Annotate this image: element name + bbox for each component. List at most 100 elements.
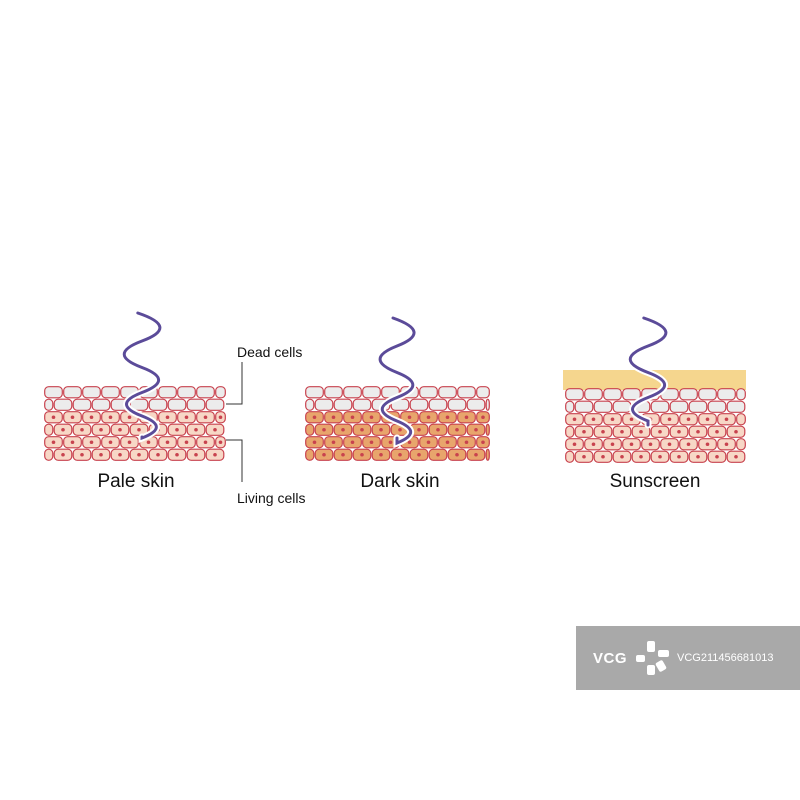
- cell-nucleus: [70, 440, 75, 445]
- cell-nucleus: [629, 417, 634, 422]
- cell-nucleus: [715, 429, 719, 434]
- cell-nucleus: [734, 429, 738, 434]
- cell-nucleus: [591, 417, 596, 422]
- cell-nucleus: [70, 415, 75, 420]
- cell-nucleus: [341, 427, 345, 432]
- living-cell: [736, 413, 746, 426]
- dead-cell: [688, 400, 708, 413]
- sunscreen-layer: [563, 370, 746, 390]
- cell-nucleus: [99, 427, 103, 432]
- cell-nucleus: [417, 427, 421, 432]
- cell-nucleus: [426, 440, 431, 445]
- cell-nucleus: [474, 452, 478, 457]
- cell-nucleus: [436, 452, 440, 457]
- dead-cell: [305, 386, 324, 399]
- living-cell: [44, 448, 54, 461]
- cell-nucleus: [322, 452, 326, 457]
- cell-nucleus: [582, 429, 586, 434]
- cell-nucleus: [398, 427, 402, 432]
- cell-nucleus: [407, 415, 412, 420]
- dead-cell: [205, 398, 225, 411]
- dead-cell: [324, 386, 343, 399]
- cell-nucleus: [398, 452, 402, 457]
- dead-cells-leader-line: [226, 362, 243, 405]
- living-cell: [305, 448, 315, 461]
- cell-nucleus: [360, 427, 364, 432]
- cell-nucleus: [80, 452, 84, 457]
- dead-cell: [612, 400, 632, 413]
- cell-nucleus: [696, 429, 700, 434]
- dead-cell: [177, 386, 196, 399]
- dark-skin-panel: [305, 314, 490, 461]
- dead-cell: [584, 388, 603, 401]
- cell-nucleus: [436, 427, 440, 432]
- cell-nucleus: [705, 442, 710, 447]
- cell-nucleus: [686, 442, 691, 447]
- dead-cell: [679, 388, 698, 401]
- cell-nucleus: [194, 427, 198, 432]
- cell-nucleus: [620, 429, 624, 434]
- cell-nucleus: [146, 440, 151, 445]
- cell-nucleus: [455, 452, 459, 457]
- sunscreen-panel: [563, 314, 746, 463]
- cell-nucleus: [379, 427, 383, 432]
- dead-cells-label: Dead cells: [237, 344, 302, 360]
- dead-cell: [419, 386, 438, 399]
- living-cell: [565, 450, 575, 463]
- cell-nucleus: [610, 442, 615, 447]
- dead-cell: [438, 386, 457, 399]
- cell-nucleus: [620, 454, 624, 459]
- cell-nucleus: [572, 442, 577, 447]
- cell-nucleus: [312, 415, 317, 420]
- cell-nucleus: [127, 440, 132, 445]
- dead-cell: [717, 388, 736, 401]
- cell-nucleus: [379, 452, 383, 457]
- pale-skin-panel: [44, 309, 226, 461]
- cell-nucleus: [639, 454, 643, 459]
- cell-nucleus: [80, 427, 84, 432]
- cell-nucleus: [369, 415, 374, 420]
- dead-cell: [603, 388, 622, 401]
- cell-nucleus: [658, 454, 662, 459]
- cell-nucleus: [137, 427, 141, 432]
- dead-cell: [726, 400, 746, 413]
- dead-cell: [333, 398, 353, 411]
- cell-nucleus: [715, 454, 719, 459]
- cell-nucleus: [165, 415, 170, 420]
- cell-nucleus: [667, 442, 672, 447]
- dead-cell: [91, 398, 111, 411]
- dead-cell: [44, 386, 63, 399]
- dark-skin-title: Dark skin: [360, 471, 439, 492]
- cell-nucleus: [175, 427, 179, 432]
- cell-nucleus: [639, 429, 643, 434]
- living-cell: [485, 423, 490, 436]
- dead-cell: [63, 386, 82, 399]
- dead-cell: [698, 388, 717, 401]
- dead-cell: [707, 400, 727, 413]
- dead-cell: [158, 386, 177, 399]
- cell-nucleus: [51, 415, 56, 420]
- cell-nucleus: [572, 417, 577, 422]
- dead-cell: [82, 386, 101, 399]
- sunscreen-title: Sunscreen: [610, 471, 701, 492]
- cell-nucleus: [601, 429, 605, 434]
- watermark: VCG VCG211456681013: [576, 626, 800, 690]
- cell-nucleus: [582, 454, 586, 459]
- cell-nucleus: [127, 415, 132, 420]
- cell-nucleus: [445, 415, 450, 420]
- dead-cell: [736, 388, 746, 401]
- dead-cell: [167, 398, 187, 411]
- cell-nucleus: [108, 440, 113, 445]
- dead-cell: [593, 400, 613, 413]
- cell-nucleus: [445, 440, 450, 445]
- cell-nucleus: [464, 415, 469, 420]
- cell-nucleus: [455, 427, 459, 432]
- dead-cell: [101, 386, 120, 399]
- cell-nucleus: [658, 429, 662, 434]
- dead-cell: [669, 400, 689, 413]
- cell-nucleus: [591, 442, 596, 447]
- cell-nucleus: [312, 440, 317, 445]
- cell-nucleus: [89, 415, 94, 420]
- cell-nucleus: [407, 440, 412, 445]
